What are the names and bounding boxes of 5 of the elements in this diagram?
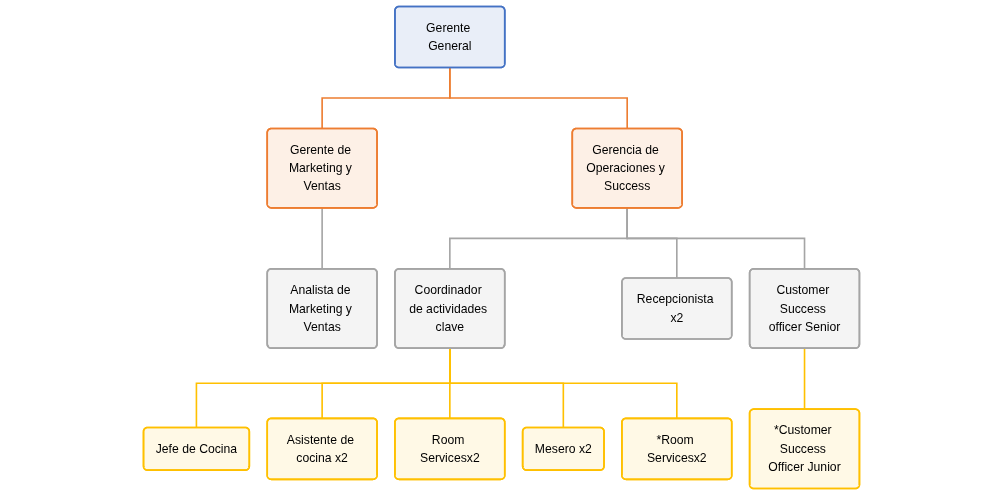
connector xyxy=(803,347,806,410)
connector xyxy=(449,347,678,420)
connector xyxy=(321,207,323,270)
connector xyxy=(449,66,628,130)
connector xyxy=(626,207,806,270)
